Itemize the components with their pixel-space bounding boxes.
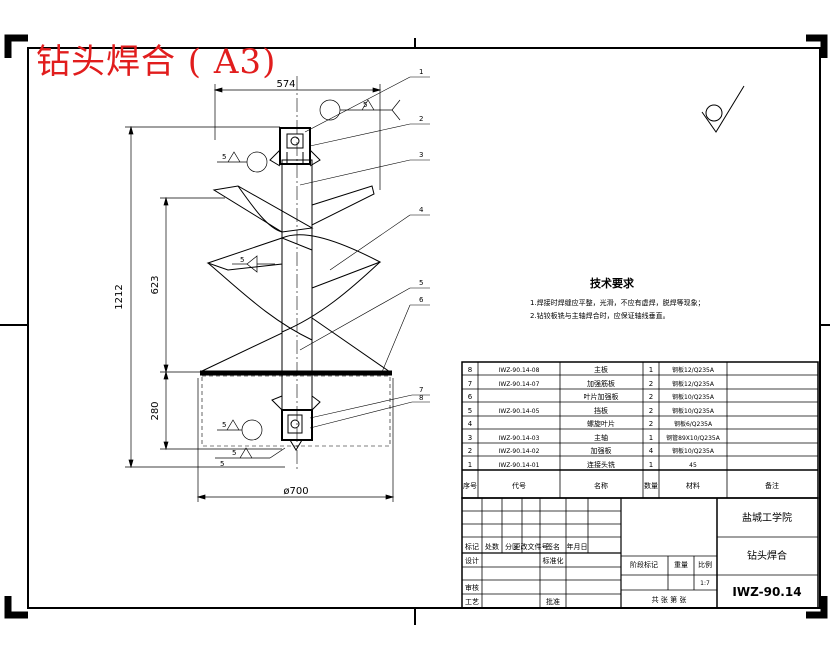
bom-material: 45 [689,462,697,469]
dimension-diameter [196,378,395,502]
weld-symbols [215,99,401,459]
approve-label: 批准 [546,597,560,606]
dimension-height-upper-label: 623 [150,275,161,294]
bom-no: 8 [468,366,472,374]
bom-qty: 2 [649,380,653,388]
bom-qty: 1 [649,461,653,469]
leader-number: 3 [419,151,423,159]
bom-no: 7 [468,380,472,388]
bom-code: IWZ-90.14-02 [499,448,540,455]
scale-label: 比例 [698,560,712,569]
dimension-height-upper [160,196,225,374]
dimension-height-lower [160,370,282,451]
bom-material: 钢板10/Q235A [672,447,715,455]
bom-no: 3 [468,434,472,442]
bom-code: IWZ-90.14-01 [499,462,540,469]
school-name: 盐城工学院 [742,511,792,524]
bom-header-no: 序号 [463,481,477,490]
bom-qty: 4 [649,447,654,455]
leader-number: 8 [419,394,423,402]
bom-material: 钢板12/Q235A [672,366,715,374]
dimension-height-total-label: 1212 [114,284,125,309]
bom-code: IWZ-90.14-08 [499,367,540,374]
bom-material: 钢板12/Q235A [672,380,715,388]
bom-header-material: 材料 [686,481,700,490]
bom-qty: 2 [649,407,653,415]
drawing-number: IWZ-90.14 [732,585,801,599]
leader-lines [299,76,430,429]
bom-name: 主轴 [594,433,608,442]
bom-header-qty: 数量 [644,481,658,490]
bom-grid [461,361,819,499]
bom-name: 叶片加强板 [584,392,619,401]
bom-no: 5 [468,407,472,415]
bom-header-remark: 备注 [765,481,779,490]
weld-symbol-label: 5 [232,449,236,457]
revision-col: 分区 [505,542,519,551]
revision-col: 签名 [546,542,560,551]
auger-drill-part [199,127,392,451]
bom-no: 2 [468,447,472,455]
bom-name: 加强板 [591,446,612,455]
bom-header-code: 代号 [512,481,526,490]
bom-name: 挡板 [594,406,608,415]
leader-number: 1 [419,68,423,76]
design-label: 设计 [465,556,479,565]
leader-number: 7 [419,386,423,394]
weld-symbol-label: 5 [222,153,226,161]
revision-col: 年月日 [567,542,588,551]
sheet-title: 钻头焊合 ( A3) [36,42,277,82]
bom-name: 加强筋板 [587,379,615,388]
bom-material: 钢管89X10/Q235A [666,434,721,442]
stage-label: 阶段标记 [630,560,658,569]
bom-code: IWZ-90.14-07 [499,381,540,388]
weld-symbol-label: 5 [240,256,244,264]
standard-label: 标准化 [543,556,564,565]
leader-number: 4 [419,206,424,214]
bom-qty: 1 [649,366,653,374]
weld-symbol-label: 5 [220,460,224,468]
scale-value: 1:7 [700,580,710,587]
weight-label: 重量 [674,561,688,569]
weld-symbol-label: 5 [222,421,226,429]
bom-header-name: 名称 [594,481,608,490]
dimension-height-lower-label: 280 [150,401,161,420]
bom-code: IWZ-90.14-05 [499,408,540,415]
sheet-info: 共 张 第 张 [652,595,687,604]
bom-no: 1 [468,461,472,469]
leader-number: 2 [419,115,423,123]
bom-material: 钢板10/Q235A [672,407,715,415]
bom-no: 6 [468,393,473,401]
process-label: 工艺 [465,598,479,606]
bom-name: 主板 [594,365,608,374]
revision-col: 更改文件号 [514,542,549,551]
roughness-symbol [701,85,745,133]
dimension-height-total [125,125,285,469]
dimension-width-label: 574 [276,79,295,90]
dimension-diameter-label: ø700 [283,486,308,497]
bom-qty: 2 [649,420,653,428]
bom-no: 4 [468,420,473,428]
revision-col: 标记 [465,542,479,551]
tech-req-line: 2.钻铰板铣与主轴焊合时，应保证轴线垂直。 [530,311,670,320]
drawing-name: 钻头焊合 [747,549,787,562]
tech-req-line: 1.焊接时焊缝应平整，光滑，不应有虚焊，脱焊等现象； [530,298,705,307]
bom-name: 螺旋叶片 [587,419,615,428]
revision-col: 处数 [485,542,499,551]
dimension-width [213,84,382,190]
sheet-frame [0,34,830,625]
leader-number: 5 [419,279,423,287]
bom-qty: 1 [649,434,653,442]
bom-material: 钢板6/Q235A [674,420,713,428]
title-block-grid [461,497,819,609]
bom-name: 连接头铣 [587,460,615,469]
tech-req-title: 技术要求 [590,276,635,290]
leader-number: 6 [419,296,424,304]
bom-material: 钢板10/Q235A [672,393,715,401]
bom-qty: 2 [649,393,653,401]
weld-symbol-label: 5 [363,101,367,109]
review-label: 审核 [465,583,479,592]
bom-code: IWZ-90.14-03 [499,435,540,442]
